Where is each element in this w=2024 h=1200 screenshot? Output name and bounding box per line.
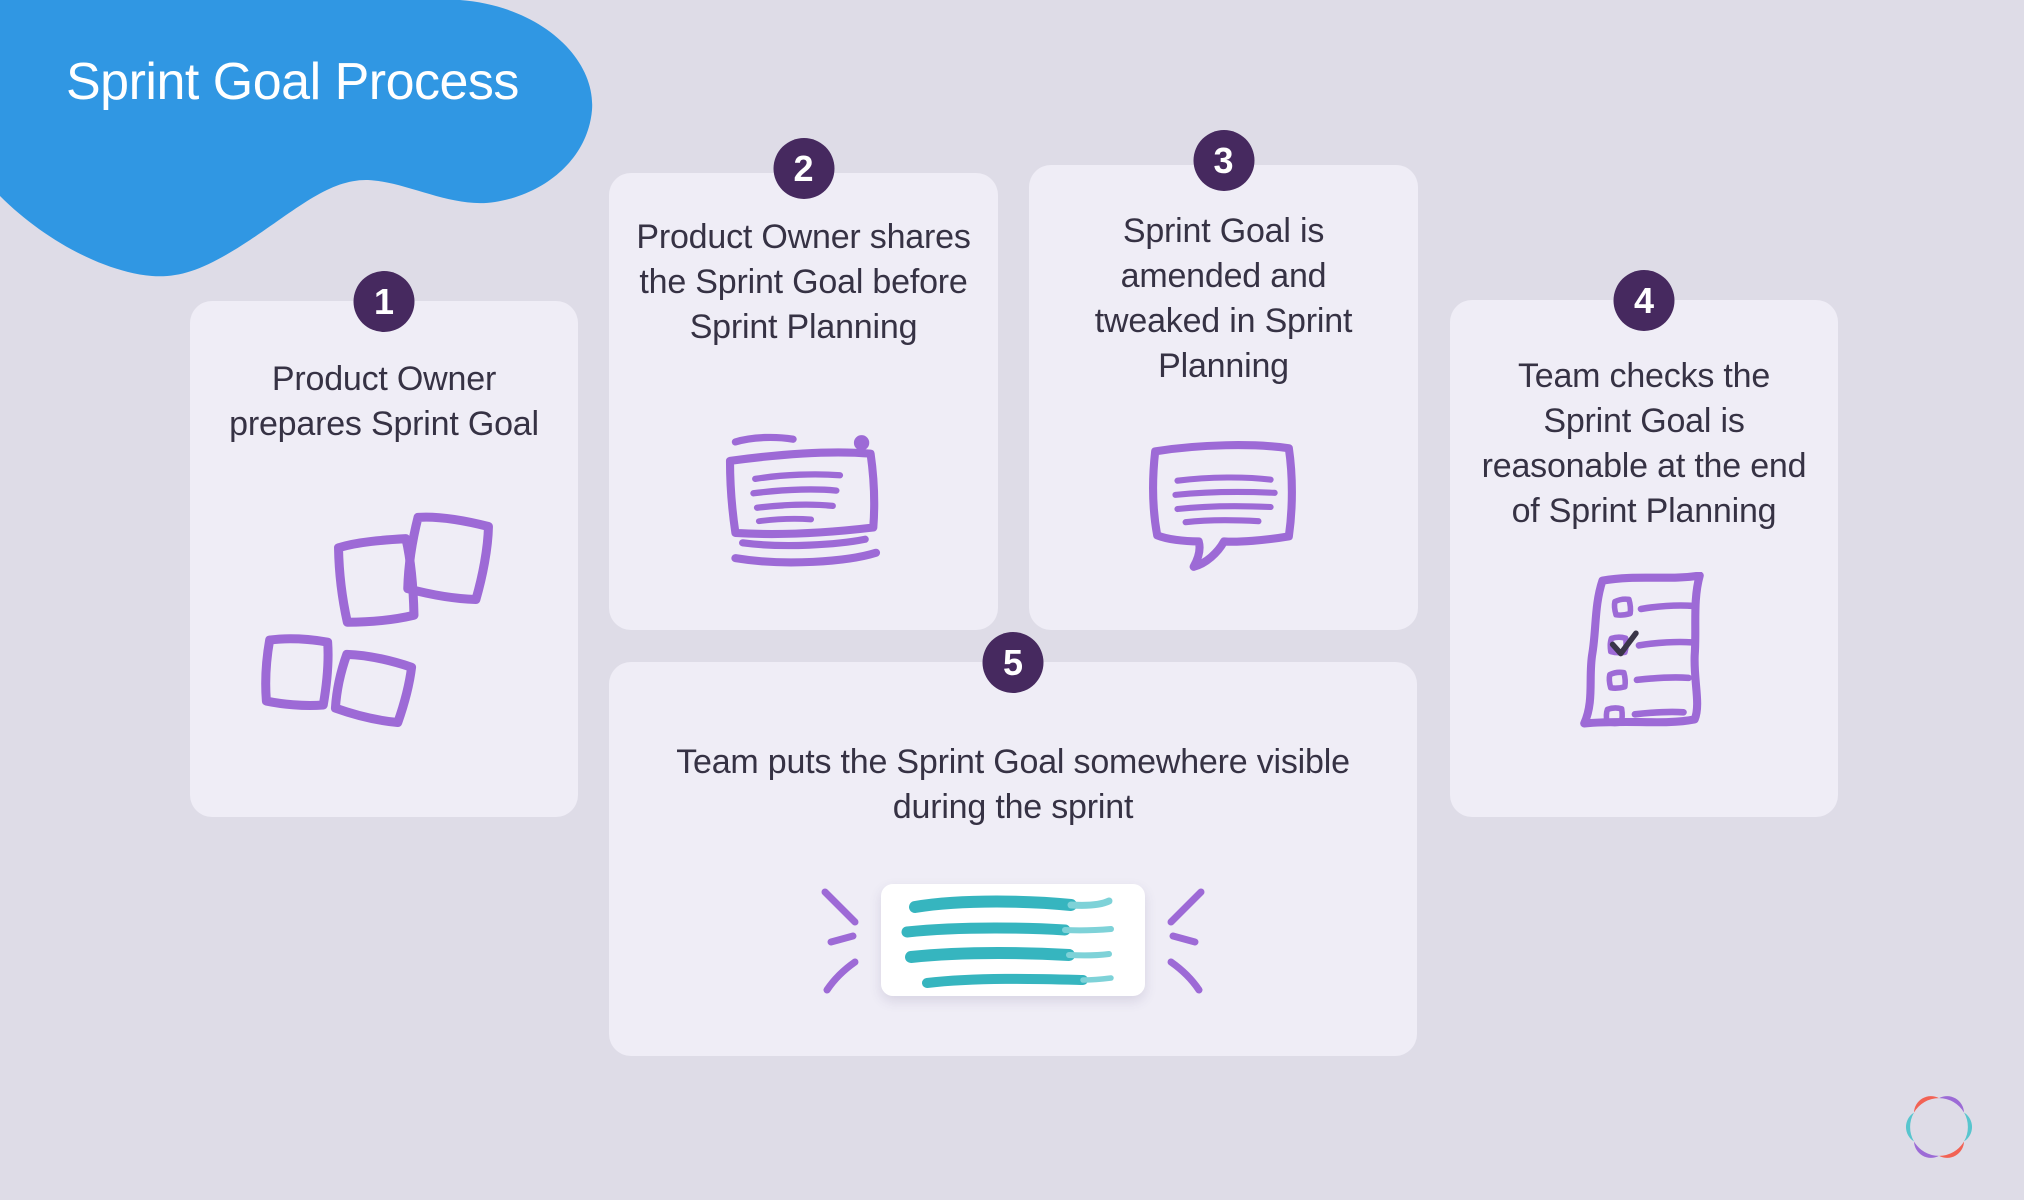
step-number-badge: 4: [1613, 270, 1675, 331]
speech-bubble-illustration: [1149, 441, 1296, 571]
highlighted-note-illustration: [609, 880, 1417, 1000]
pinwheel-logo-icon: [1906, 1096, 1972, 1158]
blob-shape: [0, 0, 593, 277]
step-card-4: 4 Team checks the Sprint Goal is reasona…: [1450, 270, 1838, 817]
emphasis-burst-right-icon: [1167, 888, 1205, 994]
step-text: Product Owner shares the Sprint Goal bef…: [636, 218, 971, 346]
step-number-badge: 1: [353, 271, 415, 332]
step-text: Product Owner prepares Sprint Goal: [229, 360, 539, 443]
step-card-5: 5 Team puts the Sprint Goal somewhere vi…: [609, 632, 1417, 1056]
header-blob: Sprint Goal Process: [0, 0, 620, 292]
step-text: Team checks the Sprint Goal is reasonabl…: [1481, 357, 1807, 530]
step-card-1: 1 Product Owner prepares Sprint Goal: [190, 271, 578, 817]
step-number-badge: 5: [982, 632, 1044, 693]
page-title: Sprint Goal Process: [66, 53, 519, 111]
document-stack-illustration: [725, 433, 881, 567]
step-card-3: 3 Sprint Goal is amended and tweaked in …: [1029, 130, 1418, 630]
checkmark-icon: [1609, 630, 1639, 657]
emphasis-burst-left-icon: [821, 888, 859, 994]
checklist-illustration: [1580, 572, 1704, 728]
sprint-goal-note: [881, 884, 1145, 996]
step-card-2: 2 Product Owner shares the Sprint Goal b…: [609, 138, 998, 630]
step-text: Sprint Goal is amended and tweaked in Sp…: [1094, 212, 1353, 385]
step-number-badge: 3: [1193, 130, 1254, 191]
teal-scribble-text: [901, 895, 1114, 988]
sticky-notes-illustration: [261, 512, 493, 728]
step-text: Team puts the Sprint Goal somewhere visi…: [676, 743, 1350, 826]
step-number-badge: 2: [773, 138, 834, 199]
